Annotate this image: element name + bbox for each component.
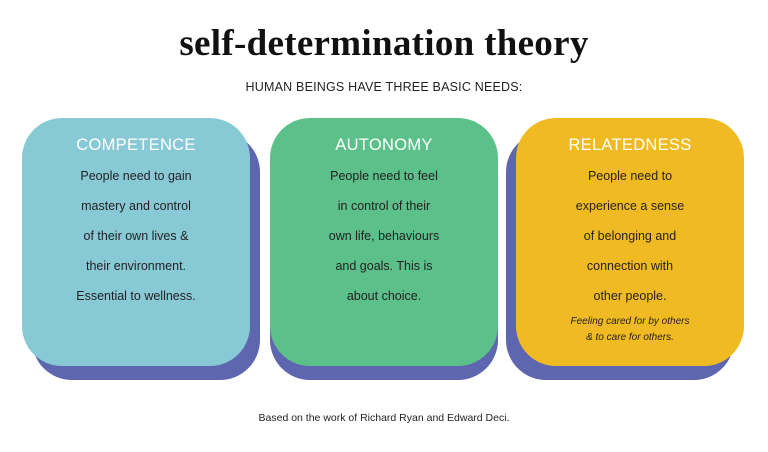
card-body: RELATEDNESS People need to experience a … (516, 118, 744, 366)
card-title: COMPETENCE (76, 136, 196, 154)
card-text-line: People need to gain (80, 169, 192, 183)
card-competence: COMPETENCE People need to gain mastery a… (22, 118, 260, 380)
card-text-line: own life, behaviours (328, 229, 440, 243)
card-text-line: and goals. This is (335, 259, 433, 273)
card-note: Feeling cared for by others & to care fo… (516, 314, 744, 346)
card-title: RELATEDNESS (568, 136, 692, 154)
card-text-line: of their own lives & (83, 229, 189, 243)
card-text-line: of belonging and (583, 229, 677, 243)
card-title: AUTONOMY (335, 136, 433, 154)
page-title: self-determination theory (179, 23, 589, 64)
card-autonomy: AUTONOMY People need to feel in control … (270, 118, 498, 380)
card-body: AUTONOMY People need to feel in control … (270, 118, 498, 366)
attribution-footer: Based on the work of Richard Ryan and Ed… (258, 412, 510, 424)
card-text-line: experience a sense (575, 199, 685, 213)
card-text-line: other people. (593, 289, 667, 303)
card-text-line: Essential to wellness. (76, 289, 196, 303)
card-relatedness: RELATEDNESS People need to experience a … (506, 118, 744, 380)
card-text-line: their environment. (85, 259, 187, 273)
card-body: COMPETENCE People need to gain mastery a… (22, 118, 250, 366)
card-note-line: Feeling cared for by others (570, 316, 690, 327)
subtitle: HUMAN BEINGS HAVE THREE BASIC NEEDS: (245, 80, 523, 94)
card-text-line: mastery and control (81, 199, 191, 213)
card-text-line: People need to (587, 169, 673, 183)
card-text-line: People need to feel (330, 169, 438, 183)
card-note-line: & to care for others. (586, 332, 674, 343)
card-text-line: connection with (586, 259, 674, 273)
card-text-line: in control of their (337, 199, 431, 213)
card-text-line: about choice. (346, 289, 422, 303)
